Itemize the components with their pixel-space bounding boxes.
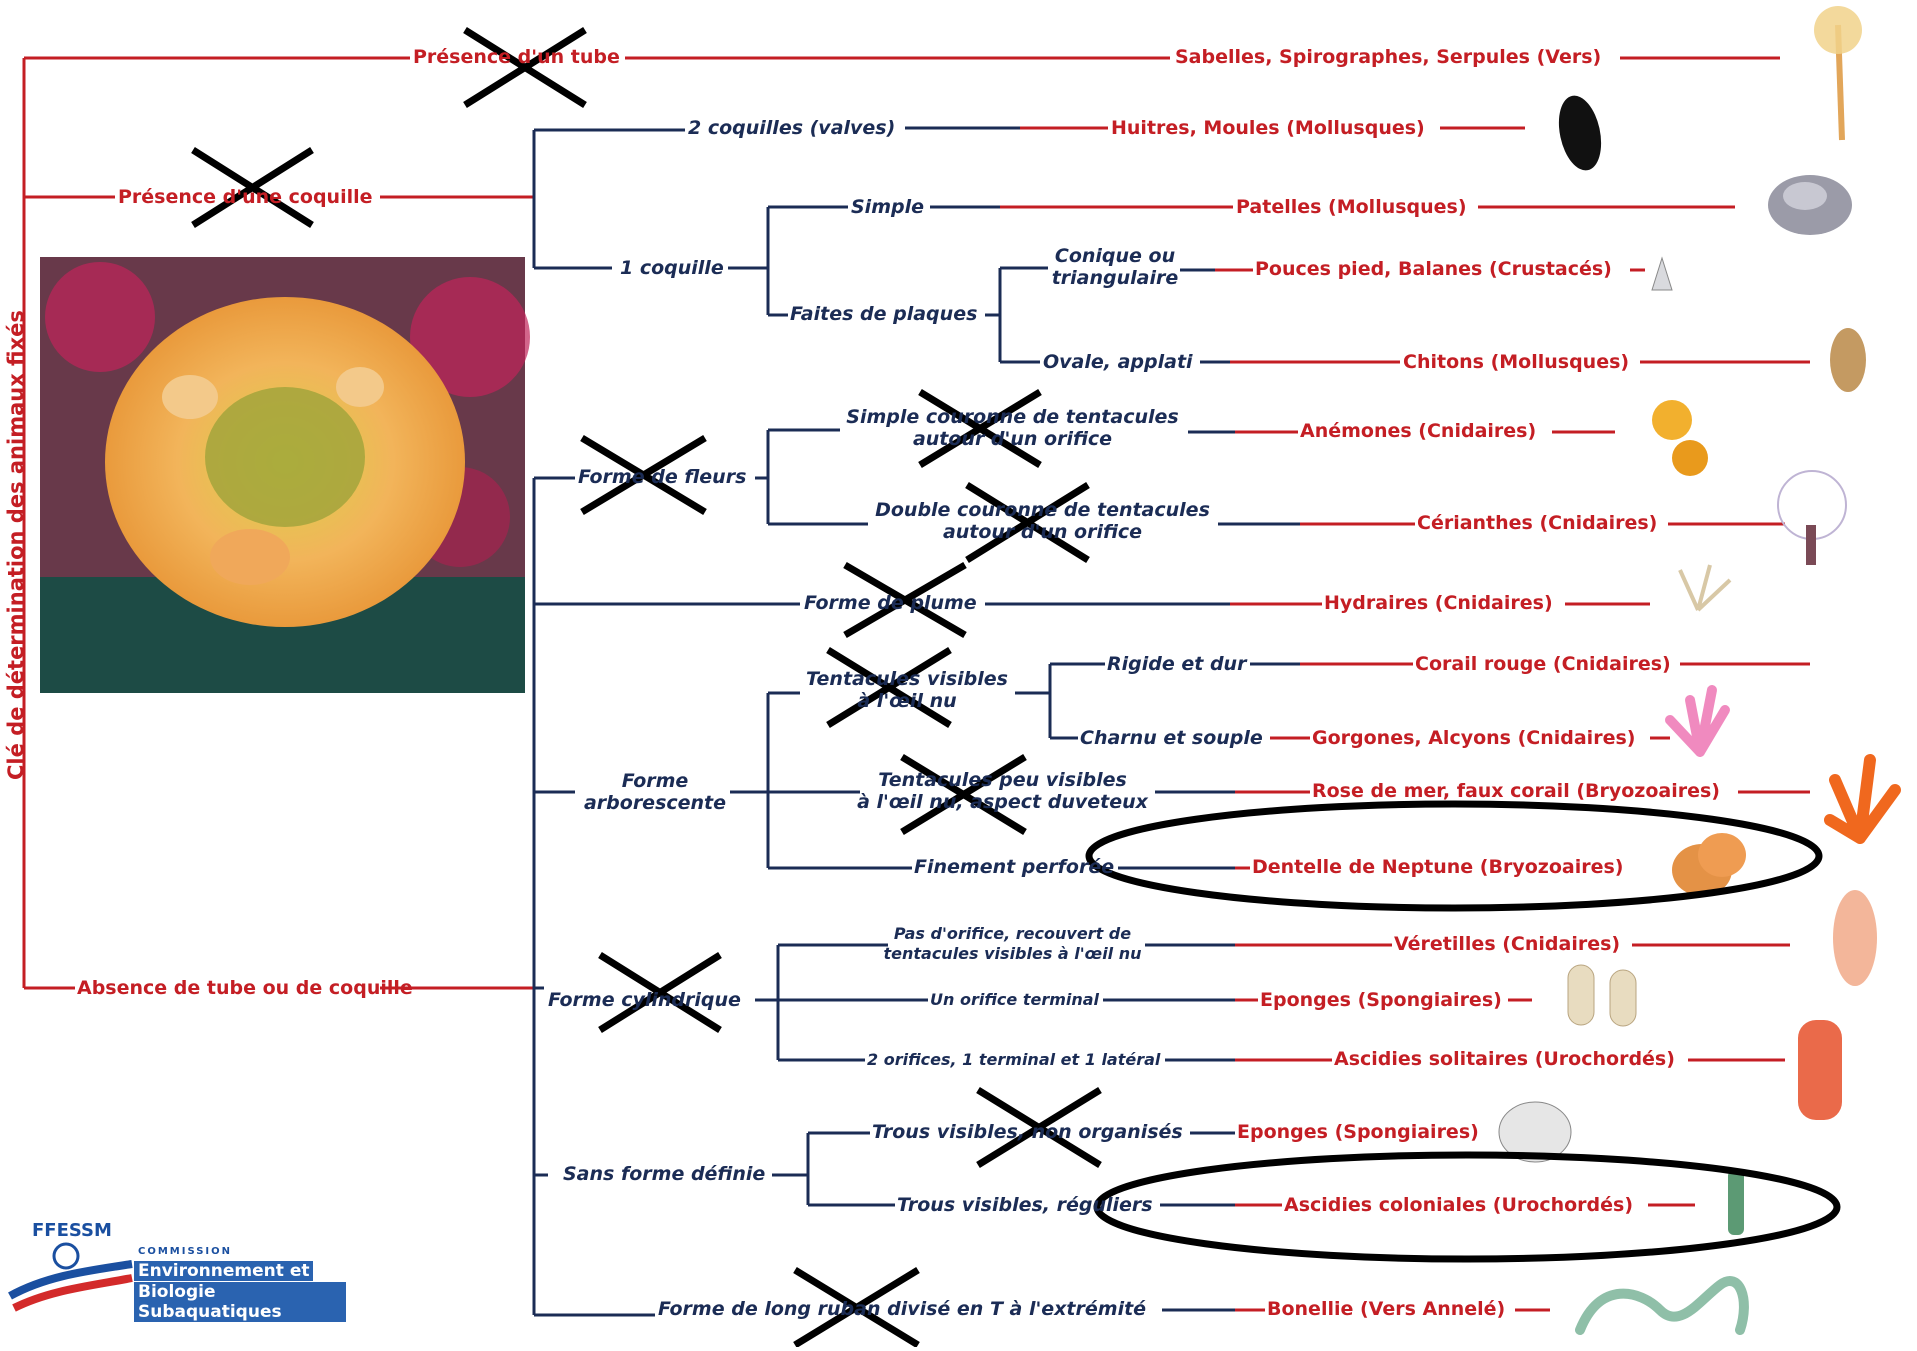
cross-fleurs — [580, 435, 707, 515]
crit-deux-coquilles: 2 coquilles (valves) — [688, 117, 896, 139]
crit-tentacules-visibles: Tentacules visibles à l'œil nu — [806, 668, 1008, 712]
result-ascidies-solitaires: Ascidies solitaires (Urochordés) — [1334, 1048, 1675, 1070]
veretille-icon — [1833, 890, 1877, 986]
result-eponges-2: Eponges (Spongiaires) — [1237, 1121, 1479, 1143]
cross-simple-couronne — [918, 389, 1042, 468]
crit-tentacules-peu: Tentacules peu visibles à l'œil nu, aspe… — [857, 769, 1148, 813]
result-patelles: Patelles (Mollusques) — [1236, 196, 1467, 218]
anemone-icon — [1652, 400, 1708, 476]
crit-charnu: Charnu et souple — [1080, 727, 1263, 749]
logo-swoosh-icon — [8, 1242, 133, 1312]
crit-forme-fleurs: Forme de fleurs — [578, 466, 747, 488]
cross-ruban — [793, 1267, 920, 1348]
eponge-icon — [1567, 964, 1637, 1027]
cross-plume — [843, 561, 967, 639]
sabelle-icon — [1814, 6, 1862, 141]
cross-double-couronne — [965, 482, 1090, 563]
highlight-ascidies-coloniales — [1093, 1151, 1841, 1263]
crit-deux-orifices: 2 orifices, 1 terminal et 1 latéral — [867, 1050, 1161, 1069]
result-balanes: Pouces pied, Balanes (Crustacés) — [1255, 258, 1612, 280]
gorgone-icon — [1665, 685, 1730, 757]
result-gorgones: Gorgones, Alcyons (Cnidaires) — [1312, 727, 1636, 749]
eponge-boule-icon — [1498, 1101, 1572, 1163]
exclusion-marks — [191, 27, 1102, 1348]
root-absence: Absence de tube ou de coquille — [77, 977, 413, 999]
cross-coquille — [191, 147, 314, 228]
cross-tube — [463, 27, 587, 108]
crit-rigide: Rigide et dur — [1107, 653, 1247, 675]
result-anemones: Anémones (Cnidaires) — [1300, 420, 1537, 442]
result-sabelles: Sabelles, Spirographes, Serpules (Vers) — [1175, 46, 1602, 68]
moule-icon — [1558, 95, 1602, 171]
dentelle-icon — [1672, 833, 1746, 896]
result-dentelle: Dentelle de Neptune (Bryozoaires) — [1252, 856, 1624, 878]
crit-trous-reguliers: Trous visibles, réguliers — [897, 1194, 1153, 1216]
crit-pas-orifice: Pas d'orifice, recouvert de tentacules v… — [883, 924, 1142, 963]
chiton-icon — [1830, 328, 1866, 392]
crit-long-ruban: Forme de long ruban divisé en T à l'extr… — [658, 1298, 1147, 1320]
result-ascidies-coloniales: Ascidies coloniales (Urochordés) — [1284, 1194, 1634, 1216]
crit-simple: Simple — [851, 196, 924, 218]
result-veretilles: Véretilles (Cnidaires) — [1394, 933, 1621, 955]
crit-sans-forme: Sans forme définie — [563, 1163, 766, 1185]
cross-cylindrique — [598, 952, 722, 1033]
root-coquille: Présence d'une coquille — [118, 186, 373, 208]
ffessm-logo: FFESSM COMMISSION Environnement et Biolo… — [6, 1216, 346, 1322]
crit-faites-plaques: Faites de plaques — [790, 303, 978, 325]
crit-finement-perforee: Finement perforée — [914, 856, 1115, 878]
cross-tentacules-visibles — [826, 647, 952, 728]
cross-trous-non-org — [976, 1087, 1102, 1168]
ascidie-icon — [1798, 1020, 1842, 1120]
dentelle-photo — [40, 257, 530, 693]
result-bonellie: Bonellie (Vers Annelé) — [1267, 1298, 1506, 1320]
bonellie-icon — [1575, 1276, 1749, 1335]
crit-forme-arborescente: Forme arborescente — [583, 770, 727, 814]
crit-forme-cylindrique: Forme cylindrique — [548, 989, 741, 1011]
crit-conique: Conique ou triangulaire — [1051, 245, 1179, 289]
crit-simple-couronne: Simple couronne de tentacules autour d'u… — [846, 406, 1179, 450]
crit-un-orifice: Un orifice terminal — [930, 990, 1100, 1009]
hydraire-icon — [1678, 564, 1732, 612]
result-corail-rouge: Corail rouge (Cnidaires) — [1415, 653, 1671, 675]
result-chitons: Chitons (Mollusques) — [1403, 351, 1630, 373]
patelle-icon — [1768, 175, 1852, 235]
result-cerianthes: Cérianthes (Cnidaires) — [1417, 512, 1658, 534]
crit-trous-non-organises: Trous visibles, non organisés — [872, 1121, 1183, 1143]
crit-forme-plume: Forme de plume — [804, 592, 977, 614]
crit-une-coquille: 1 coquille — [620, 257, 724, 279]
result-rose-de-mer: Rose de mer, faux corail (Bryozoaires) — [1312, 780, 1720, 802]
faux-corail-icon — [1824, 754, 1901, 844]
highlight-dentelle — [1085, 800, 1823, 912]
ascidie-coloniale-icon — [1728, 1170, 1744, 1235]
balane-icon — [1651, 256, 1673, 291]
cross-tentacules-peu — [900, 754, 1027, 835]
root-tube: Présence d'un tube — [413, 46, 620, 68]
result-eponges-1: Eponges (Spongiaires) — [1260, 989, 1502, 1011]
result-hydraires: Hydraires (Cnidaires) — [1324, 592, 1553, 614]
cerianthe-icon — [1777, 470, 1847, 565]
crit-double-couronne: Double couronne de tentacules autour d'u… — [875, 499, 1210, 543]
crit-ovale: Ovale, applati — [1043, 351, 1193, 373]
result-huitres: Huitres, Moules (Mollusques) — [1111, 117, 1425, 139]
